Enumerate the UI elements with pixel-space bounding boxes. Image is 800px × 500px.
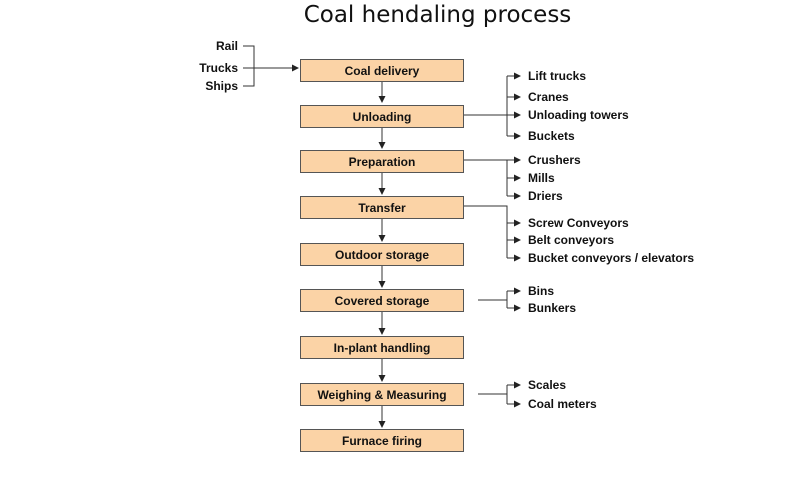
branch-item: Crushers	[528, 153, 581, 167]
input-rail: Rail	[215, 39, 238, 53]
branch-item: Coal meters	[528, 397, 597, 411]
step-unloading: Unloading	[300, 105, 464, 128]
step-weighing-measuring: Weighing & Measuring	[300, 383, 464, 406]
branch-item: Belt conveyors	[528, 233, 615, 247]
branch-item: Bucket conveyors / elevators	[528, 251, 695, 265]
step-coal-delivery: Coal delivery	[300, 59, 464, 82]
step-furnace-firing: Furnace firing	[300, 429, 464, 452]
branch-item: Cranes	[528, 90, 569, 104]
branch-item: Mills	[528, 171, 555, 185]
branch-item: Driers	[528, 189, 563, 203]
step-outdoor-storage: Outdoor storage	[300, 243, 464, 266]
diagram-title: Coal hendaling process	[303, 2, 572, 28]
step-covered-storage: Covered storage	[300, 289, 464, 312]
branch-item: Scales	[528, 378, 567, 392]
step-in-plant-handling: In-plant handling	[300, 336, 464, 359]
branch-item: Bunkers	[528, 301, 577, 315]
input-ships: Ships	[205, 79, 238, 93]
input-bracket	[243, 45, 255, 87]
step-preparation: Preparation	[300, 150, 464, 173]
branch-item: Screw Conveyors	[528, 216, 629, 230]
step-transfer: Transfer	[300, 196, 464, 219]
input-trucks: Trucks	[199, 61, 238, 75]
branch-item: Buckets	[528, 129, 575, 143]
branch-item: Unloading towers	[528, 108, 629, 122]
branch-item: Lift trucks	[528, 69, 587, 83]
branch-item: Bins	[528, 284, 555, 298]
